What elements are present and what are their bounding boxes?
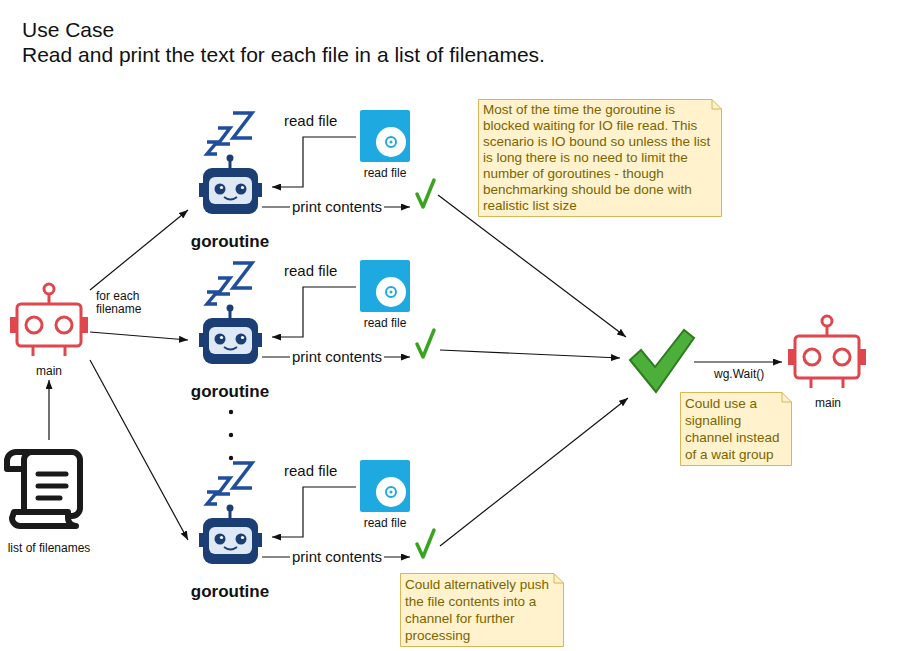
arrow-connector (48, 380, 49, 440)
edge-label-holder: read file (282, 262, 339, 280)
edge-label-holder: for each filename (94, 290, 150, 316)
subtitle: Read and print the text for each file in… (22, 43, 545, 67)
ellipsis-dot (229, 433, 233, 437)
edge-label: for each filename (94, 290, 150, 316)
note-box: Most of the time the goroutine is blocke… (478, 99, 722, 217)
scroll-curl (12, 512, 76, 526)
node-label: main (36, 364, 62, 378)
note-box: Could use a signalling channel instead o… (680, 392, 792, 466)
ellipsis-dot (229, 456, 233, 460)
label-holder: wg.Wait() (714, 367, 764, 381)
note-fold (782, 393, 792, 403)
node-label: main (815, 396, 841, 410)
goroutine-node: goroutine (188, 108, 272, 254)
note-text: Could use a signalling channel instead o… (680, 392, 792, 466)
done-arrow (440, 398, 628, 546)
filename-list-node: list of filenames (2, 440, 96, 558)
file-read-node: read file (356, 258, 414, 334)
scroll-line (38, 496, 60, 501)
node-label: list of filenames (8, 541, 91, 555)
arrow-label: wg.Wait() (714, 367, 764, 381)
label-holder: print contents (290, 548, 384, 566)
arrow-label: print contents (290, 198, 384, 216)
goroutine-node: goroutine (188, 458, 272, 604)
goroutine-robot (199, 463, 262, 564)
note-box: Could alternatively push the file conten… (400, 573, 564, 647)
edge-label: read file (282, 462, 339, 480)
note-text: Could alternatively push the file conten… (400, 573, 564, 647)
scroll-sheet (24, 452, 80, 516)
arrow-connector (90, 332, 188, 340)
node-label: read file (364, 316, 407, 330)
file-read-node: read file (356, 108, 414, 184)
check-mark (417, 180, 434, 207)
node-label: read file (364, 516, 407, 530)
file-read-node: read file (356, 458, 414, 534)
scroll-line (38, 472, 66, 477)
done-arrow (440, 350, 620, 358)
node-label: goroutine (191, 232, 269, 252)
edge-label: read file (282, 262, 339, 280)
label-holder: print contents (290, 198, 384, 216)
wait-arrow (694, 361, 782, 362)
arrow-connector (90, 210, 188, 290)
main-robot (10, 284, 88, 356)
node-label: read file (364, 166, 407, 180)
label-holder: Read and print the text for each file in… (22, 43, 545, 67)
title: Use Case (22, 18, 114, 42)
note-fold (712, 100, 722, 110)
arrow-label: print contents (290, 548, 384, 566)
main-node: main (786, 312, 870, 412)
ellipsis-dot (229, 410, 233, 414)
arrow-label: print contents (290, 348, 384, 366)
file-icon (360, 460, 410, 512)
note-text: Most of the time the goroutine is blocke… (478, 99, 722, 217)
goroutine-robot (199, 263, 262, 364)
node-label: goroutine (191, 382, 269, 402)
check-mark (417, 530, 434, 557)
file-icon (360, 260, 410, 312)
note-outline (479, 100, 722, 217)
edge-label: read file (282, 112, 339, 130)
scroll-curl (7, 452, 30, 469)
goroutine-robot (199, 113, 262, 214)
note-fold (554, 574, 564, 584)
title-holder: Use Case (22, 18, 114, 42)
edge-label-holder: read file (282, 112, 339, 130)
note-outline (401, 574, 564, 647)
main-robot (788, 316, 866, 388)
note-outline (681, 393, 792, 466)
arrow-connector (272, 137, 356, 187)
file-icon (360, 110, 410, 162)
node-label: goroutine (191, 582, 269, 602)
main-node: main (8, 280, 90, 380)
goroutine-node: goroutine (188, 258, 272, 404)
check-mark (417, 330, 434, 357)
label-holder: print contents (290, 348, 384, 366)
arrow-connector (90, 360, 188, 540)
arrow-connector (272, 287, 356, 337)
scroll-line (38, 484, 66, 489)
arrow-connector (272, 487, 356, 537)
edge-label-holder: read file (282, 462, 339, 480)
big-check-mark (630, 330, 694, 392)
